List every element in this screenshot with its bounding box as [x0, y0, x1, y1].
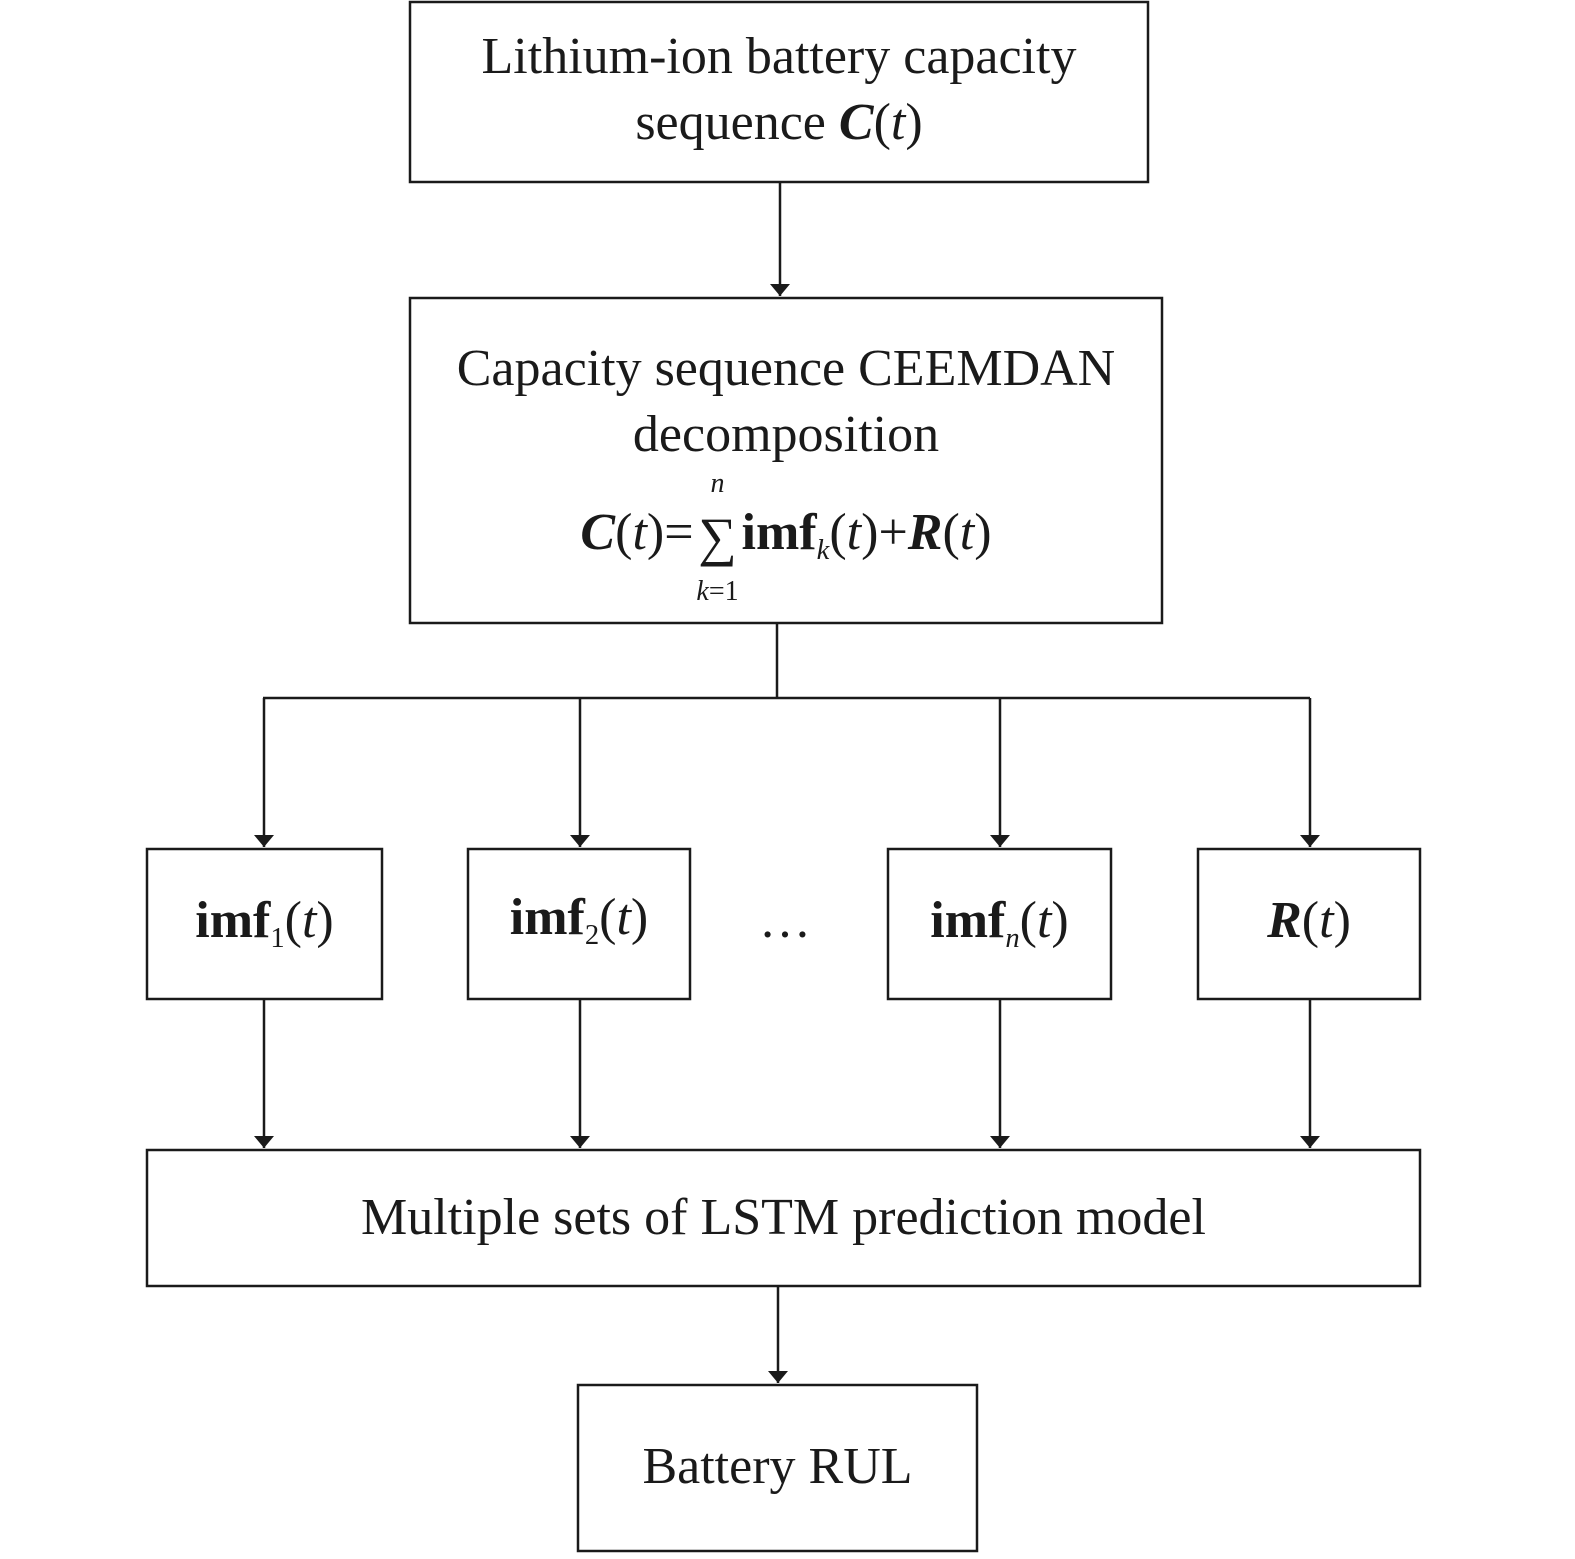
imfn-sub: n [1005, 923, 1020, 954]
imfn-name: imf [930, 892, 1006, 949]
formula-residual-var: R [907, 504, 943, 561]
formula-term: imf [741, 504, 817, 561]
residual-name: R [1267, 892, 1302, 949]
lstm-model-box [145, 1148, 1422, 1288]
residual-arg: (t) [1301, 892, 1351, 949]
sum-sign: ∑ [698, 507, 737, 568]
imf1-sub: 1 [270, 923, 285, 954]
argument-variable: t [632, 504, 647, 561]
rul-output-label: Battery RUL [642, 1438, 913, 1495]
imfn-arg: (t) [1019, 892, 1069, 949]
input-label-prefix: sequence [635, 94, 839, 151]
input-label-line1: Lithium-ion battery capacity [481, 28, 1077, 85]
argument-variable: t [616, 889, 631, 946]
sum-lower-var: k [696, 576, 709, 608]
argument-variable: t [1036, 892, 1052, 949]
formula-plus: + [878, 504, 908, 561]
rul-output-box [576, 1383, 979, 1553]
argument-variable: t [846, 504, 862, 561]
ellipsis: … [759, 892, 811, 949]
sum-lower-limit: k=1 [690, 578, 746, 606]
imf1-name: imf [195, 892, 271, 949]
imf1-arg: (t) [284, 892, 334, 949]
imf2-name: imf [509, 889, 585, 946]
decomposition-line2: decomposition [632, 406, 940, 463]
input-sequence-var: C [838, 94, 874, 151]
imfn-label: imfn(t) [888, 888, 1111, 954]
imf2-label: imf2(t) [468, 885, 690, 951]
decomposition-line1: Capacity sequence CEEMDAN [456, 340, 1116, 397]
sum-lower-rest: =1 [708, 576, 739, 608]
argument-variable: t [301, 892, 317, 949]
sum-upper-limit: n [710, 468, 725, 500]
input-arg-open: ( [873, 94, 891, 151]
argument-variable: t [1319, 892, 1334, 949]
imf2-sub: 2 [584, 920, 600, 951]
input-arg-close: ) [905, 94, 923, 151]
imf1-label: imf1(t) [147, 888, 382, 954]
lstm-model-label: Multiple sets of LSTM prediction model [361, 1189, 1206, 1246]
formula-summation: n ∑ k=1 [696, 470, 740, 606]
formula-lhs-arg: (t) [615, 504, 665, 561]
decomposition-box [408, 296, 1164, 625]
imf2-arg: (t) [599, 889, 649, 946]
formula-term-sub: k [816, 535, 830, 566]
formula-equals: = [664, 504, 694, 561]
argument-variable: t [959, 504, 975, 561]
decomposition-label: Capacity sequence CEEMDAN decomposition [410, 336, 1162, 468]
formula-lhs-var: C [580, 504, 616, 561]
residual-label: R(t) [1198, 888, 1420, 954]
input-label-line2: sequence C(t) [410, 90, 1148, 156]
formula-residual-arg: (t) [942, 504, 992, 561]
formula-term-arg: (t) [829, 504, 879, 561]
input-arg: t [890, 94, 906, 151]
input-label: Lithium-ion battery capacity sequence C(… [410, 24, 1148, 156]
